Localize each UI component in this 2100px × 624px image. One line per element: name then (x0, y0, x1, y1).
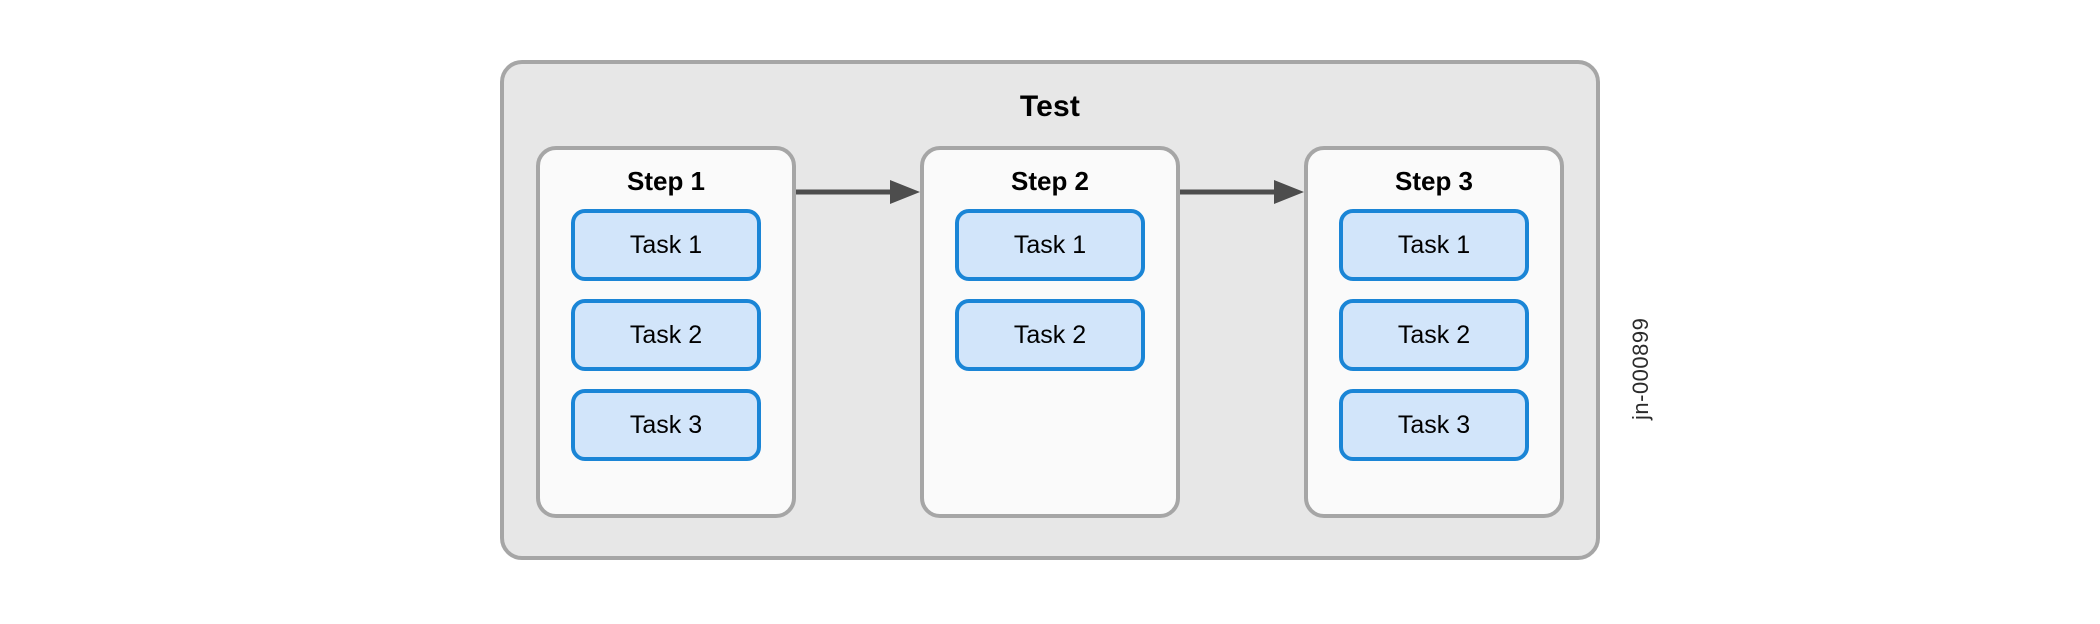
connector-gap-1 (796, 146, 920, 518)
task-list-1: Task 1 Task 2 Task 3 (540, 209, 792, 462)
task-box-3-3[interactable]: Task 3 (1339, 389, 1529, 462)
steps-row: Step 1 Task 1 Task 2 Task 3 (504, 146, 1596, 542)
step-slot-1: Step 1 Task 1 Task 2 Task 3 (536, 146, 796, 518)
step-title-1: Step 1 (626, 166, 706, 196)
task-box-3-2[interactable]: Task 2 (1339, 299, 1529, 372)
container-title: Test (1019, 90, 1081, 123)
task-box-1-3[interactable]: Task 3 (571, 389, 761, 462)
task-box-2-2[interactable]: Task 2 (955, 299, 1145, 372)
task-box-1-2[interactable]: Task 2 (571, 299, 761, 372)
watermark-label: jn-000899 (1628, 317, 1653, 420)
step-box-2[interactable]: Step 2 Task 1 Task 2 (920, 146, 1180, 518)
connector-gap-2 (1180, 146, 1304, 518)
task-box-3-1[interactable]: Task 1 (1339, 209, 1529, 282)
arrow-step2-to-step3-icon (1180, 179, 1304, 205)
step-title-3: Step 3 (1394, 166, 1474, 196)
step-box-1[interactable]: Step 1 Task 1 Task 2 Task 3 (536, 146, 796, 518)
task-list-2: Task 1 Task 2 (924, 209, 1176, 372)
arrow-step1-to-step2-icon (796, 179, 920, 205)
task-list-3: Task 1 Task 2 Task 3 (1308, 209, 1560, 462)
task-box-2-1[interactable]: Task 1 (955, 209, 1145, 282)
step-slot-3: Step 3 Task 1 Task 2 Task 3 (1304, 146, 1564, 518)
step-box-3[interactable]: Step 3 Task 1 Task 2 Task 3 (1304, 146, 1564, 518)
task-box-1-1[interactable]: Task 1 (571, 209, 761, 282)
test-container: Test Step 1 Task 1 Task 2 Task 3 (500, 60, 1600, 560)
step-title-2: Step 2 (1010, 166, 1090, 196)
step-slot-2: Step 2 Task 1 Task 2 (920, 146, 1180, 518)
